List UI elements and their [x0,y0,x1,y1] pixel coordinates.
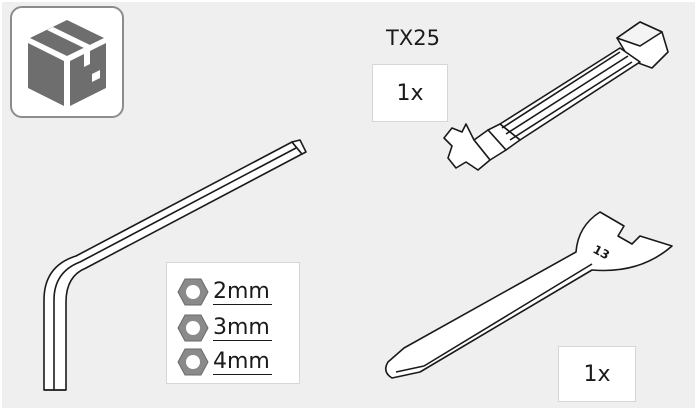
bit-size-label: TX25 [386,26,440,50]
hex-size-row: 3mm [177,313,289,343]
hex-size-text: 4mm [213,348,272,375]
hex-size-row: 4mm [177,347,289,377]
package-box-icon [28,20,106,106]
package-icon-frame [10,6,124,118]
hex-nut-icon [177,278,209,306]
wrench-quantity-text: 1x [583,361,611,387]
hex-key-size-legend: 2mm 3mm 4mm [166,262,300,384]
bit-quantity-box: 1x [372,64,448,122]
hex-size-text: 3mm [213,314,272,341]
hex-nut-icon [177,314,209,342]
bit-quantity-text: 1x [396,80,424,106]
hex-size-row: 2mm [177,277,289,307]
wrench-engraving: 13 [591,242,612,262]
hex-nut-icon [177,348,209,376]
wrench-quantity-box: 1x [558,346,636,402]
hex-size-text: 2mm [213,278,272,305]
